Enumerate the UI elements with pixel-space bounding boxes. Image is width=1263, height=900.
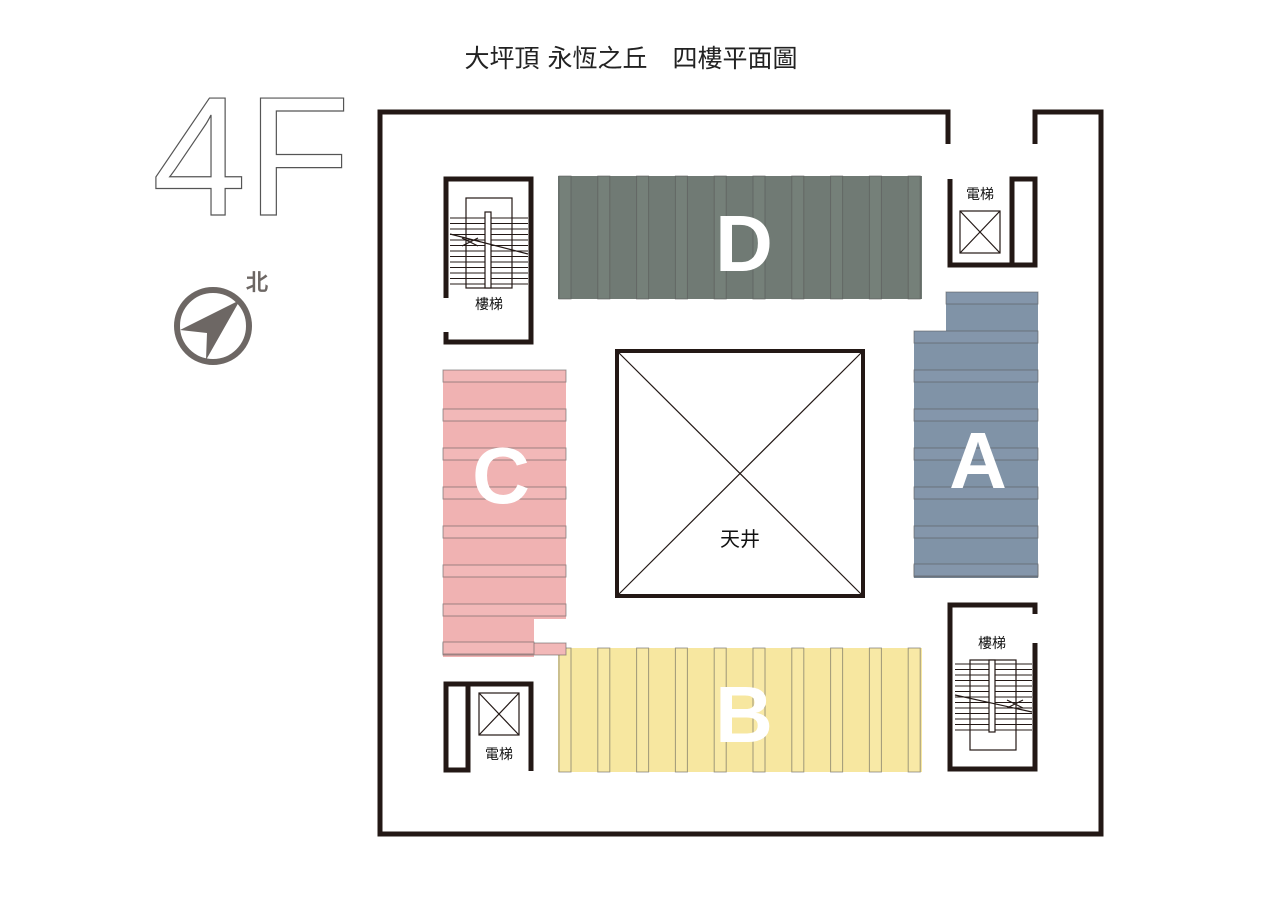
zone-a-label: A: [949, 416, 1007, 505]
slot: [752, 175, 766, 300]
slot: [558, 175, 572, 300]
stairwell-nw: 樓梯: [443, 176, 534, 345]
zone-c[interactable]: C: [442, 369, 567, 657]
slot: [913, 447, 1039, 461]
floor-label: 4F: [152, 62, 350, 252]
slot: [907, 647, 921, 773]
zone-d-slots: [558, 175, 921, 300]
slot: [597, 647, 611, 773]
slot: [442, 525, 567, 539]
slot: [830, 175, 844, 300]
slot: [674, 175, 688, 300]
slot: [442, 564, 567, 578]
slot: [945, 291, 1039, 305]
atrium: 天井: [615, 349, 865, 598]
zone-a-area: [914, 292, 1038, 578]
elevator-ne-label: 電梯: [966, 187, 994, 203]
zone-d-area: [558, 176, 922, 299]
stairs-nw-label: 樓梯: [475, 297, 503, 313]
stairwell-se: 樓梯: [947, 602, 1038, 772]
compass-arrow-icon: [174, 287, 252, 365]
slot: [442, 447, 567, 461]
slot: [913, 408, 1039, 422]
north-label: 北: [246, 271, 268, 296]
slot: [791, 175, 805, 300]
elevator-ne: 電梯: [947, 176, 1038, 268]
slot: [713, 647, 727, 773]
slot: [791, 647, 805, 773]
page-title: 大坪頂 永恆之丘 四樓平面圖: [465, 44, 798, 73]
slot: [913, 330, 1039, 344]
slot: [636, 175, 650, 300]
slot: [913, 486, 1039, 500]
zone-b-area: [558, 648, 922, 772]
zone-a-slots: [913, 291, 1039, 578]
slot: [597, 175, 611, 300]
zone-c-slots: [442, 369, 567, 656]
slot: [868, 175, 882, 300]
slot: [907, 175, 921, 300]
slot: [674, 647, 688, 773]
stairs-nw-steps: [450, 217, 528, 285]
slot: [830, 647, 844, 773]
slot: [558, 647, 572, 773]
slot: [442, 486, 567, 500]
zone-b[interactable]: B: [558, 647, 922, 773]
slot: [868, 647, 882, 773]
zone-c-area: [443, 370, 566, 657]
zone-a[interactable]: A: [913, 291, 1039, 578]
slot: [442, 369, 567, 383]
building-outer-wall: [377, 109, 1104, 837]
stairs-se-label: 樓梯: [978, 636, 1006, 652]
slot: [752, 647, 766, 773]
slot: [442, 603, 567, 617]
slot: [913, 369, 1039, 383]
stairs-se-steps: [955, 663, 1032, 731]
zone-b-label: B: [715, 670, 773, 759]
slot: [913, 563, 1039, 577]
slot: [713, 175, 727, 300]
zone-d-label: D: [715, 199, 773, 288]
slot: [636, 647, 650, 773]
zone-d[interactable]: D: [558, 175, 922, 300]
slot: [442, 641, 535, 655]
zone-c-label: C: [472, 431, 530, 520]
atrium-label: 天井: [720, 527, 760, 551]
zone-b-slots: [558, 647, 921, 773]
slot: [913, 525, 1039, 539]
elevator-sw-label: 電梯: [485, 747, 513, 763]
slot: [442, 408, 567, 422]
elevator-sw: 電梯: [443, 681, 534, 773]
